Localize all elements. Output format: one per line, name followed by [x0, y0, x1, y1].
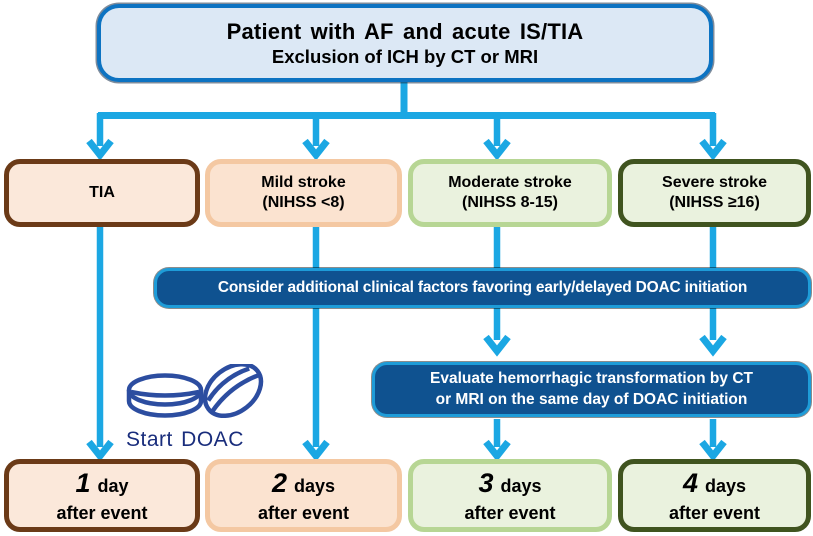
- day-unit: day: [97, 475, 129, 496]
- day-number: 3: [478, 467, 494, 498]
- day-number: 4: [682, 467, 698, 498]
- outcome-suffix: after event: [464, 502, 556, 523]
- outcome-suffix: after event: [257, 502, 350, 523]
- category-label: TIA: [89, 184, 115, 201]
- hemorrhagic-evaluation-line1: Evaluate hemorrhagic transformation by C…: [430, 370, 753, 388]
- arrowhead-tia-outcome: [86, 439, 114, 462]
- arrow-branch-shafts: [96, 113, 717, 146]
- outcome-box-3-days: 3 days after event: [408, 459, 612, 532]
- arrowhead-moderate-outcome: [483, 439, 511, 462]
- day-unit: days: [705, 475, 747, 496]
- outcome-box-1-day: 1 day after event: [4, 459, 200, 532]
- outcome-timing: 1 day: [75, 467, 128, 501]
- start-doac-annotation: Start DOAC: [118, 361, 288, 452]
- outcome-timing: 4 days: [683, 467, 746, 501]
- outcome-timing: 3 days: [478, 467, 541, 501]
- outcome-box-4-days: 4 days after event: [618, 459, 811, 532]
- tablet-icon-right: [202, 361, 264, 419]
- pills-icon: [126, 361, 264, 419]
- category-box-mild-stroke: Mild stroke (NIHSS <8): [205, 159, 402, 227]
- category-box-moderate-stroke: Moderate stroke (NIHSS 8-15): [408, 159, 612, 227]
- category-sublabel: (NIHSS <8): [262, 194, 345, 211]
- category-box-severe-stroke: Severe stroke (NIHSS ≥16): [618, 159, 811, 227]
- outcome-suffix: after event: [56, 502, 148, 523]
- arrowhead-moderate-banner: [483, 334, 511, 357]
- category-label: Moderate stroke: [448, 174, 572, 191]
- category-label: Mild stroke: [261, 174, 346, 191]
- category-label: Severe stroke: [662, 174, 767, 191]
- arrow-branch-bar: [98, 80, 715, 119]
- arrowhead-to-mild: [302, 138, 330, 161]
- header-title: Patient with AF and acute IS/TIA: [226, 18, 584, 44]
- arrowhead-to-severe: [699, 138, 727, 161]
- day-unit: days: [500, 475, 542, 496]
- clinical-factors-text: Consider additional clinical factors fav…: [217, 279, 748, 296]
- arrowhead-mild-outcome: [302, 439, 330, 462]
- outcome-suffix: after event: [668, 502, 761, 523]
- day-number: 2: [271, 467, 287, 498]
- tablet-icon-left: [126, 373, 204, 418]
- arrowhead-to-moderate: [483, 138, 511, 161]
- category-box-tia: TIA: [4, 159, 200, 227]
- day-unit: days: [294, 475, 336, 496]
- arrowhead-severe-outcome: [699, 439, 727, 462]
- header-subtitle: Exclusion of ICH by CT or MRI: [271, 45, 539, 67]
- category-sublabel: (NIHSS 8-15): [461, 194, 559, 211]
- hemorrhagic-evaluation-line2: or MRI on the same day of DOAC initiatio…: [435, 390, 748, 408]
- outcome-timing: 2 days: [272, 467, 335, 501]
- hemorrhagic-evaluation-banner: Evaluate hemorrhagic transformation by C…: [372, 362, 811, 417]
- category-sublabel: (NIHSS ≥16): [669, 194, 760, 211]
- start-doac-label: Start DOAC: [126, 428, 244, 451]
- outcome-box-2-days: 2 days after event: [205, 459, 402, 532]
- arrowhead-to-tia: [86, 138, 114, 161]
- arrowhead-severe-banner: [699, 334, 727, 357]
- header-box: Patient with AF and acute IS/TIA Exclusi…: [97, 4, 713, 82]
- clinical-factors-banner: Consider additional clinical factors fav…: [154, 268, 811, 308]
- day-number: 1: [75, 467, 91, 498]
